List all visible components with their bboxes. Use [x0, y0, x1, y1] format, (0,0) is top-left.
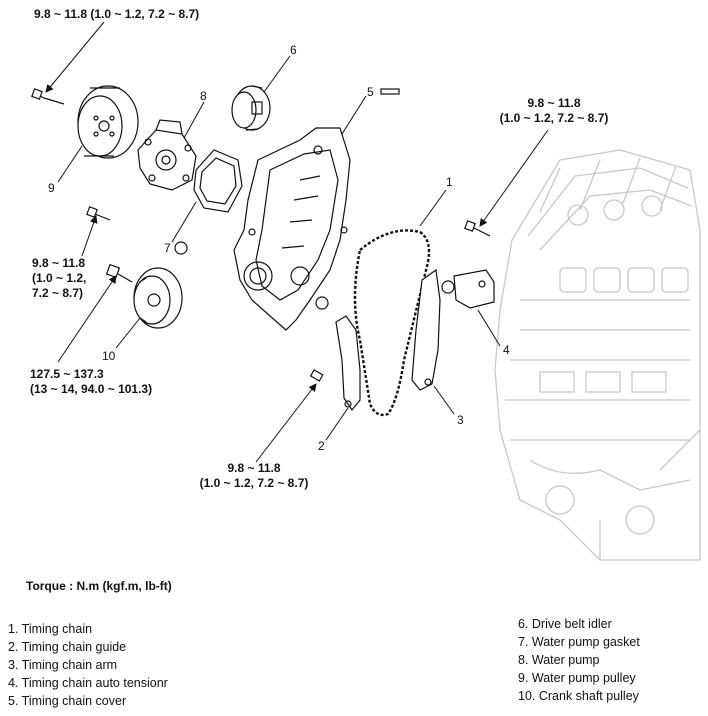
legend-item: 7. Water pump gasket	[518, 635, 640, 649]
parts-legend-right: 6. Drive belt idler 7. Water pump gasket…	[518, 615, 640, 705]
o-ring	[174, 241, 188, 255]
leader-7	[171, 201, 197, 243]
torque-label-crank: 127.5 ~ 137.3 (13 ~ 14, 94.0 ~ 101.3)	[30, 367, 152, 397]
engine-block-outline	[494, 149, 701, 561]
leader-5	[341, 95, 367, 135]
torque-label-mid-left: 9.8 ~ 11.8 (1.0 ~ 1.2, 7.2 ~ 8.7)	[32, 256, 86, 301]
callout-10: 10	[102, 349, 116, 363]
timing-chain-cover	[233, 127, 351, 331]
leader-4	[477, 309, 501, 347]
callout-3: 3	[457, 413, 464, 427]
legend-item: 6. Drive belt idler	[518, 617, 612, 631]
legend-item: 2. Timing chain guide	[8, 640, 127, 654]
legend-item: 4. Timing chain auto tensionr	[8, 676, 168, 690]
dowel-pin	[380, 88, 400, 95]
callout-1: 1	[446, 175, 453, 189]
callout-5: 5	[367, 85, 374, 99]
legend-item: 3. Timing chain arm	[8, 658, 118, 672]
leader-lines	[45, 21, 549, 463]
callout-numbers: 1 2 3 4 5 6 7 8 9 10	[48, 43, 510, 453]
torque-top-right-line1: 9.8 ~ 11.8	[527, 96, 581, 110]
leader-torque-crank	[57, 275, 117, 363]
legend-item: 9. Water pump pulley	[518, 671, 636, 685]
legend-item: 1. Timing chain	[8, 622, 93, 636]
callout-4: 4	[503, 343, 510, 357]
legend-item: 5. Timing chain cover	[8, 694, 127, 708]
callout-2: 2	[318, 439, 325, 453]
callout-9: 9	[48, 181, 55, 195]
callout-7: 7	[164, 241, 171, 255]
leader-torque-mid-left	[81, 215, 98, 257]
leader-6	[263, 55, 291, 93]
leader-torque-top-left	[45, 21, 105, 93]
guide-bolt	[309, 369, 324, 382]
timing-chain-arm	[411, 268, 441, 391]
leader-torque-top-right	[479, 129, 549, 227]
legend-item: 10. Crank shaft pulley	[518, 689, 639, 703]
torque-top-left-text: 9.8 ~ 11.8 (1.0 ~ 1.2, 7.2 ~ 8.7)	[34, 7, 200, 21]
torque-bottom-line2: (1.0 ~ 1.2, 7.2 ~ 8.7)	[199, 476, 309, 490]
torque-top-right-line2: (1.0 ~ 1.2, 7.2 ~ 8.7)	[499, 111, 609, 125]
torque-crank-line2: (13 ~ 14, 94.0 ~ 101.3)	[30, 382, 153, 396]
drive-belt-idler	[231, 85, 271, 131]
bolt-top-right	[464, 220, 491, 237]
leader-1	[419, 189, 447, 227]
timing-chain-guide	[335, 315, 361, 412]
leader-8	[183, 101, 205, 139]
leader-3	[433, 385, 455, 415]
water-pump	[137, 119, 197, 191]
torque-crank-line1: 127.5 ~ 137.3	[30, 367, 104, 381]
callout-8: 8	[200, 89, 207, 103]
parts	[31, 85, 495, 417]
torque-units-caption: Torque : N.m (kgf.m, lb-ft)	[26, 579, 172, 593]
torque-label-bottom: 9.8 ~ 11.8 (1.0 ~ 1.2, 7.2 ~ 8.7)	[194, 461, 314, 491]
torque-label-top-right: 9.8 ~ 11.8 (1.0 ~ 1.2, 7.2 ~ 8.7)	[494, 96, 614, 126]
torque-bottom-line1: 9.8 ~ 11.8	[227, 461, 281, 475]
legend-item: 8. Water pump	[518, 653, 600, 667]
parts-legend-left: 1. Timing chain 2. Timing chain guide 3.…	[8, 620, 168, 710]
torque-mid-left-line1: 9.8 ~ 11.8	[32, 256, 86, 270]
timing-chain	[353, 229, 431, 417]
leader-torque-bottom	[255, 383, 317, 463]
torque-mid-left-line2: (1.0 ~ 1.2,	[32, 271, 87, 285]
torque-mid-left-line3: 7.2 ~ 8.7)	[32, 286, 84, 300]
bolt-mid-left	[86, 206, 111, 221]
leader-9	[57, 145, 83, 183]
water-pump-gasket	[193, 149, 243, 213]
leader-10	[115, 317, 141, 349]
callout-6: 6	[290, 43, 297, 57]
leader-2	[325, 407, 349, 441]
crank-shaft-pulley	[133, 267, 183, 329]
crank-bolt	[105, 263, 133, 283]
water-pump-pulley	[77, 85, 139, 159]
torque-label-top-left: 9.8 ~ 11.8 (1.0 ~ 1.2, 7.2 ~ 8.7)	[34, 7, 199, 22]
auto-tensioner	[441, 269, 495, 309]
